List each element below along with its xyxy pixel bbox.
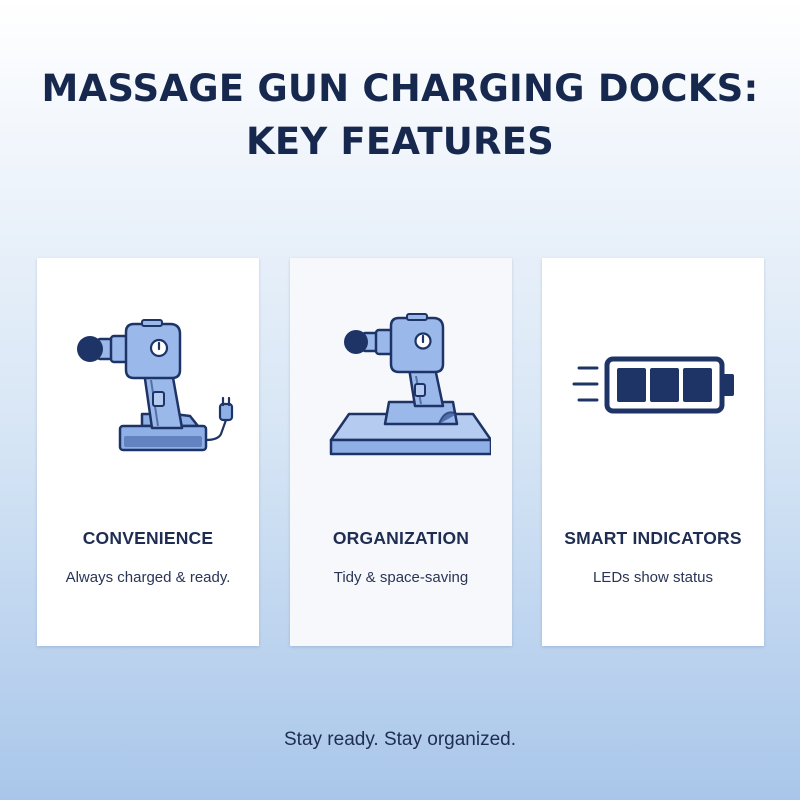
card-description: Always charged & ready. (65, 569, 231, 586)
feature-card-smart-indicators: SMART INDICATORS LEDs show status (542, 258, 764, 646)
feature-card-organization: ORGANIZATION Tidy & space-saving (290, 258, 512, 646)
card-description: LEDs show status (592, 569, 714, 586)
page-title: MASSAGE GUN CHARGING DOCKS: KEY FEATURES (0, 62, 800, 168)
title-line-1: MASSAGE GUN CHARGING DOCKS: (41, 67, 759, 110)
feature-card-convenience: CONVENIENCE Always charged & ready. (37, 258, 259, 646)
battery-full-icon (572, 356, 734, 414)
massage-gun-dock-plug-icon (77, 319, 234, 452)
massage-gun-on-platform-icon (329, 313, 491, 456)
card-heading: SMART INDICATORS (564, 528, 742, 548)
tagline: Stay ready. Stay organized. (284, 729, 516, 750)
card-heading: CONVENIENCE (82, 528, 214, 548)
card-description: Tidy & space-saving (333, 569, 469, 586)
card-heading: ORGANIZATION (332, 528, 470, 548)
title-line-2: KEY FEATURES (245, 120, 555, 163)
